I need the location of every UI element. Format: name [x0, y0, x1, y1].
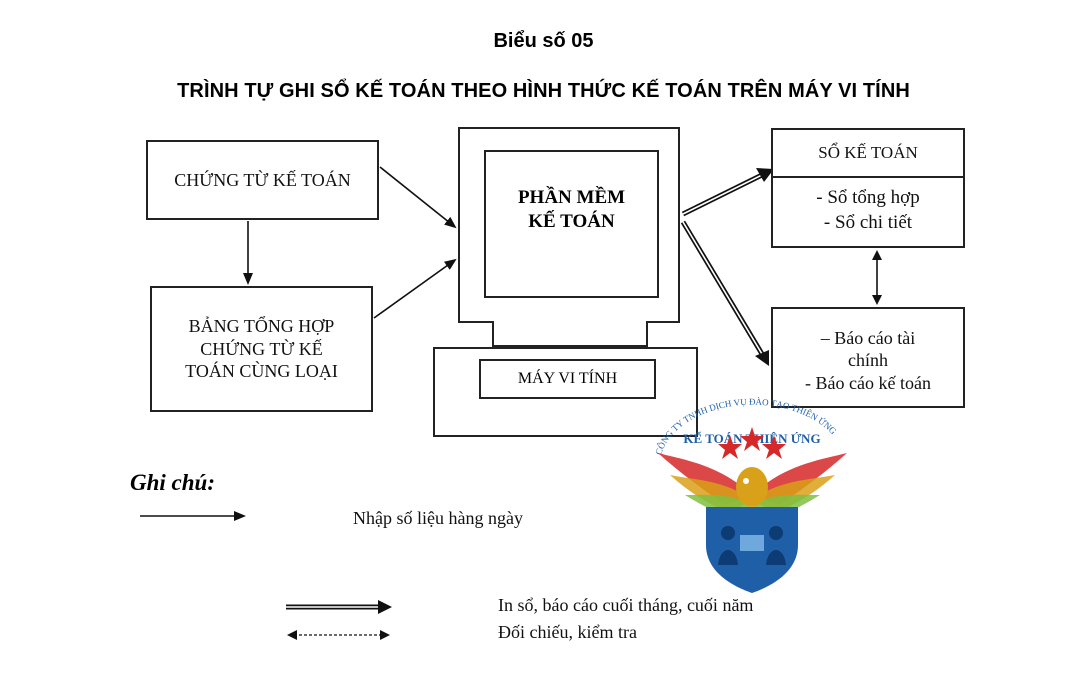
may-vi-tinh-label: MÁY VI TÍNH [517, 370, 618, 387]
phan-mem-ke-toan-label: PHẦN MỀM KẾ TOÁN [517, 187, 626, 232]
diagram-title: Biểu số 05 [493, 30, 594, 52]
star-icon [740, 427, 764, 451]
bang-tong-hop-label: BẢNG TỔNG HỢP CHỨNG TỪ KẾ TOÁN CÙNG LOẠI [185, 316, 338, 382]
so-ke-toan-box: SỔ KẾ TOÁN - Sổ tổng hợp - Sổ chi tiết [771, 128, 965, 248]
legend-reconcile-text: Đối chiếu, kiểm tra [498, 622, 637, 642]
arrow-chungtu-to-software [379, 166, 457, 229]
bao-cao-label: – Báo cáo tài chính - Báo cáo kế toán [805, 327, 931, 393]
company-logo: CÔNG TY TNHH DỊCH VỤ ĐÀO TẠO THIÊN ỨNG K… [653, 397, 847, 593]
bao-cao-box: – Báo cáo tài chính - Báo cáo kế toán [771, 307, 965, 408]
legend-arrow-periodic [286, 600, 392, 614]
so-ke-toan-title: SỔ KẾ TOÁN [773, 130, 963, 178]
arrow-bangtonghop-to-software [373, 258, 457, 319]
arrow-software-to-baocao [680, 220, 769, 366]
star-icon [718, 435, 742, 459]
computer-screen: PHẦN MỀM KẾ TOÁN [484, 150, 659, 298]
so-ke-toan-items: - Sổ tổng hợp - Sổ chi tiết [816, 187, 920, 233]
eagle-icon [736, 467, 768, 507]
legend-title: Ghi chú: [130, 470, 215, 495]
chung-tu-ke-toan-label: CHỨNG TỪ KẾ TOÁN [174, 169, 351, 190]
may-vi-tinh-box: MÁY VI TÍNH [479, 359, 656, 399]
bang-tong-hop-box: BẢNG TỔNG HỢP CHỨNG TỪ KẾ TOÁN CÙNG LOẠI [150, 286, 373, 412]
diagram-subtitle: TRÌNH TỰ GHI SỔ KẾ TOÁN THEO HÌNH THỨC K… [177, 80, 910, 102]
computer-neck [492, 321, 648, 347]
star-icon [762, 435, 786, 459]
legend-periodic-text: In sổ, báo cáo cuối tháng, cuối năm [498, 595, 754, 615]
arrow-software-to-soketoan [681, 168, 774, 217]
legend-daily-text: Nhập số liệu hàng ngày [353, 508, 523, 528]
laptop-icon [740, 535, 764, 551]
chung-tu-ke-toan-box: CHỨNG TỪ KẾ TOÁN [146, 140, 379, 220]
